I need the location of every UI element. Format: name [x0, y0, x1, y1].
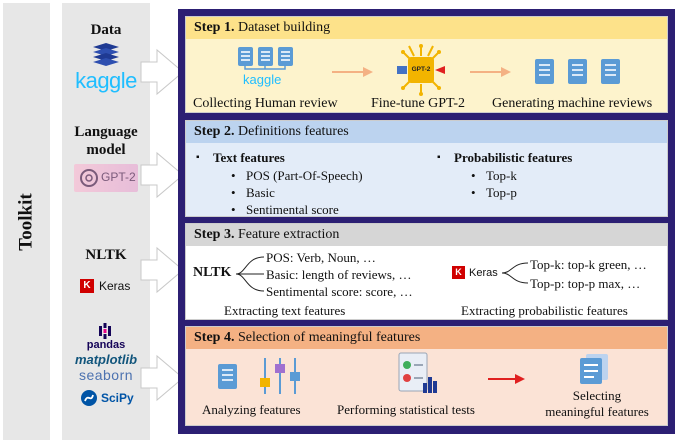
tools-column — [62, 3, 150, 440]
nltk-label: NLTK — [193, 265, 232, 280]
checklist-chart-icon — [398, 352, 437, 393]
text-branch-item: Basic: length of reviews, … — [266, 267, 412, 282]
arrow-finetune-to-generate — [470, 67, 511, 77]
review-doc-icon — [278, 47, 293, 66]
selected-features-icon — [580, 354, 608, 384]
toolkit-strip — [3, 3, 50, 440]
text-features-heading: Text features — [213, 150, 285, 165]
gpt2-chip-label: GPT-2 — [411, 66, 431, 73]
prob-feature-item-bullet: • — [471, 168, 476, 183]
machine-review-doc-icon — [601, 59, 620, 84]
prob-extract-caption: Extracting probabilistic features — [461, 303, 628, 318]
prob-feature-item-bullet: • — [471, 185, 476, 200]
prob-feature-item: Top-k — [486, 168, 517, 183]
database-icon — [93, 43, 119, 66]
scipy-logo: SciPy — [101, 391, 134, 405]
arrow-nltk-to-step3 — [140, 246, 184, 294]
matplotlib-logo: matplotlib — [74, 352, 138, 367]
review-doc-icon — [258, 47, 273, 66]
finetune-label: Fine-tune GPT-2 — [371, 96, 465, 111]
text-feature-item-bullet: • — [231, 168, 236, 183]
tool-to-step-arrows — [140, 48, 184, 402]
data-title: Data — [90, 22, 122, 38]
prob-feature-item: Top-p — [486, 185, 517, 200]
collect-label: Collecting Human review — [193, 96, 338, 111]
step2-panel: Step 2. Definitions features — [185, 120, 668, 217]
keras-k-icon: K — [80, 279, 94, 293]
gpt2-chip-icon — [397, 44, 445, 96]
text-features-bullet: ▪ — [196, 152, 200, 163]
sliders-icon — [260, 358, 300, 394]
keras-branch-lines — [502, 262, 529, 284]
language-model-title-line2: model — [86, 142, 126, 158]
prob-features-heading: Probabilistic features — [454, 150, 573, 165]
nltk-title: NLTK — [85, 247, 127, 263]
select-label-line2: meaningful features — [545, 404, 649, 419]
prob-branch-item: Top-k: top-k green, … — [530, 257, 647, 272]
keras-logo: Keras — [99, 279, 131, 293]
arrow-lm-to-step2 — [140, 151, 184, 199]
pandas-icon — [99, 323, 111, 339]
text-feature-item-bullet: • — [231, 202, 236, 217]
prob-branch-item: Top-p: top-p max, … — [530, 276, 641, 291]
tests-label: Performing statistical tests — [337, 402, 475, 417]
language-model-title-line1: Language — [74, 124, 138, 140]
openai-icon — [80, 169, 98, 187]
select-label-line1: Selecting — [572, 388, 622, 403]
generate-label: Generating machine reviews — [492, 96, 653, 111]
pandas-logo: pandas — [86, 339, 126, 351]
step4-title: Step 4. Selection of meaningful features — [186, 327, 667, 349]
kaggle-mini-logo: kaggle — [243, 72, 282, 87]
seaborn-logo: seaborn — [78, 367, 134, 383]
keras-k-icon: K — [452, 266, 465, 279]
kaggle-logo: kaggle — [75, 68, 137, 93]
text-feature-item: POS (Part-Of-Speech) — [246, 168, 363, 183]
text-extract-caption: Extracting text features — [224, 303, 346, 318]
arrow-collect-to-finetune — [332, 67, 373, 77]
nltk-branch-lines — [236, 256, 265, 292]
arrow-tests-to-select — [488, 374, 525, 384]
gpt2-logo: GPT-2 — [74, 164, 138, 192]
keras-label: Keras — [469, 267, 498, 279]
scipy-icon — [81, 390, 97, 406]
machine-review-doc-icon — [535, 59, 554, 84]
text-feature-item-bullet: • — [231, 185, 236, 200]
text-branch-item: POS: Verb, Noun, … — [266, 250, 376, 265]
step2-title: Step 2. Definitions features — [186, 121, 667, 143]
analysis-doc-icon — [218, 364, 237, 389]
prob-features-bullet: ▪ — [437, 152, 441, 163]
arrow-libs-to-step4 — [140, 354, 184, 402]
text-feature-item: Sentimental score — [246, 202, 339, 217]
connector-lines — [244, 65, 286, 70]
step3-title: Step 3. Feature extraction — [186, 224, 667, 246]
analyze-label: Analyzing features — [202, 402, 301, 417]
toolkit-label: Toolkit — [15, 192, 37, 251]
step3-panel: Step 3. Feature extraction — [185, 223, 668, 320]
machine-review-doc-icon — [568, 59, 587, 84]
text-branch-item: Sentimental score: score, … — [266, 284, 413, 299]
review-doc-icon — [238, 47, 253, 66]
step1-title: Step 1. Dataset building — [186, 17, 667, 39]
arrow-data-to-step1 — [140, 48, 184, 96]
text-feature-item: Basic — [246, 185, 275, 200]
